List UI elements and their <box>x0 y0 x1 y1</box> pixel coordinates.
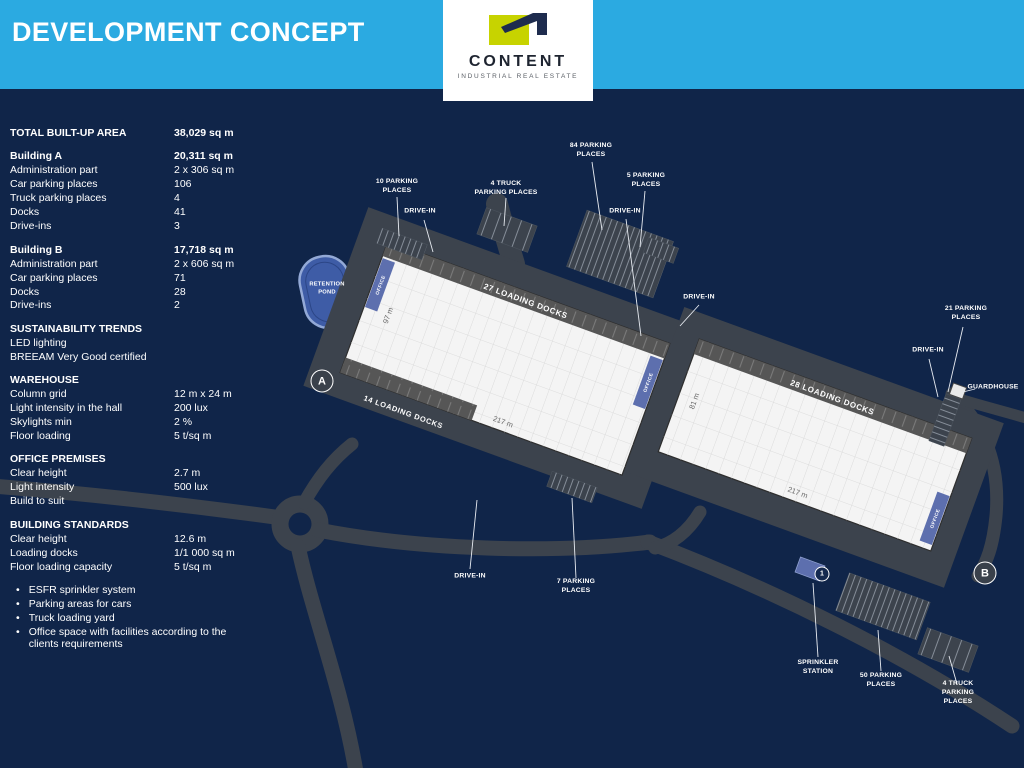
parking-lot-7 <box>546 470 598 504</box>
callout-drive-in-5: DRIVE-IN <box>454 572 486 580</box>
parking-lot-50 <box>835 572 931 641</box>
spec-section-header: BUILDING STANDARDS <box>10 518 129 531</box>
callout-truck-parking-bottom: 4 TRUCK PARKING PLACES <box>941 679 975 705</box>
callout-84-parking: 84 PARKING PLACES <box>569 142 613 158</box>
parking-lot-21 <box>928 393 962 447</box>
guardhouse-building <box>948 382 968 400</box>
building-b: OFFICE 28 LOADING DOCKS 217 m 81 m <box>624 306 1004 588</box>
page-title: DEVELOPMENT CONCEPT <box>12 17 365 47</box>
bullet-item: Truck loading yard <box>10 612 238 624</box>
callout-7-parking: 7 PARKING PLACES <box>556 578 596 594</box>
truck-parking-bottom <box>917 627 979 673</box>
retention-pond-label: RETENTION POND <box>309 281 345 295</box>
spec-section-header: SUSTAINABILITY TRENDS <box>10 322 143 335</box>
callout-10-parking: 10 PARKING PLACES <box>375 178 419 194</box>
feature-bullets: ESFR sprinkler system Parking areas for … <box>10 584 266 651</box>
parking-lot-5 <box>642 236 680 264</box>
parking-lot-10 <box>376 227 428 261</box>
spec-row: LED lighting <box>10 336 67 349</box>
building-a: OFFICE OFFICE 27 LOADING DOCKS 14 LOADIN… <box>303 207 707 509</box>
bullet-item: Parking areas for cars <box>10 598 238 610</box>
building-a-marker: A <box>310 369 334 393</box>
road-network <box>0 193 1024 768</box>
callout-guardhouse: GUARDHOUSE <box>967 383 1019 391</box>
callout-5-parking: 5 PARKING PLACES <box>626 172 666 188</box>
logo-mark-icon <box>489 9 547 50</box>
spec-row: Build to suit <box>10 495 65 508</box>
truck-parking-top <box>476 207 538 253</box>
spec-section-header: OFFICE PREMISES <box>10 453 106 466</box>
spec-row: BREEAM Very Good certified <box>10 350 147 363</box>
sprinkler-marker: 1 <box>814 566 830 582</box>
callout-drive-in-4: DRIVE-IN <box>912 346 944 354</box>
spec-section-header: WAREHOUSE <box>10 374 79 387</box>
leader-lines <box>396 161 976 685</box>
logo-name: CONTENT <box>468 53 568 70</box>
building-b-marker: B <box>973 561 997 585</box>
logo-tagline: INDUSTRIAL REAL ESTATE <box>457 73 579 80</box>
callout-drive-in-2: DRIVE-IN <box>609 207 641 215</box>
callout-drive-in-1: DRIVE-IN <box>404 207 436 215</box>
callout-sprinkler-station: SPRINKLER STATION <box>797 659 839 675</box>
bullet-item: ESFR sprinkler system <box>10 584 238 596</box>
logo: CONTENT INDUSTRIAL REAL ESTATE <box>443 0 593 101</box>
parking-lot-84 <box>566 209 674 299</box>
bullet-item: Office space with facilities according t… <box>10 626 238 651</box>
callout-truck-parking-top: 4 TRUCK PARKING PLACES <box>474 180 538 196</box>
callout-50-parking: 50 PARKING PLACES <box>859 672 903 688</box>
callout-drive-in-3: DRIVE-IN <box>683 293 715 301</box>
callout-21-parking: 21 PARKING PLACES <box>944 305 988 321</box>
